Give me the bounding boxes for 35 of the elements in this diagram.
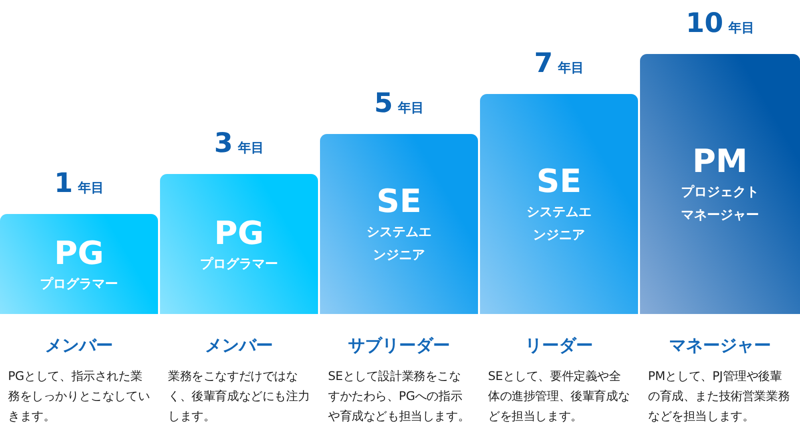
role-abbreviation: PM — [692, 141, 748, 181]
role-abbreviation: PG — [214, 212, 264, 252]
career-bar — [320, 134, 478, 314]
role-heading: リーダー — [524, 335, 594, 357]
year-number: 5 — [374, 88, 393, 119]
role-description: 業務をこなすだけではなく、後輩育成などにも注力します。 — [168, 368, 310, 425]
career-bar — [0, 214, 158, 314]
role-description: SEとして設計業務をこなすかたわら、PGへの指示や育成なども担当します。 — [328, 368, 470, 425]
year-number: 7 — [534, 48, 553, 79]
year-number: 10 — [686, 8, 724, 39]
year-unit: 年目 — [238, 140, 264, 157]
role-title: システムエンジニア — [366, 224, 432, 265]
role-title: プロジェクトマネージャー — [680, 184, 760, 225]
career-bar — [480, 94, 638, 314]
role-description: PGとして、指示された業務をしっかりとこなしていきます。 — [8, 368, 150, 425]
role-title: プログラマー — [40, 276, 118, 294]
role-heading: サブリーダー — [347, 335, 451, 357]
role-abbreviation: SE — [376, 181, 422, 221]
year-number: 3 — [214, 128, 233, 159]
career-bar — [160, 174, 318, 314]
year-number: 1 — [54, 168, 73, 199]
role-heading: メンバー — [44, 335, 114, 357]
role-description: PMとして、PJ管理や後輩の育成、また技術営業業務などを担当します。 — [648, 368, 790, 425]
year-unit: 年目 — [78, 180, 104, 197]
year-unit: 年目 — [398, 100, 424, 117]
role-title: プログラマー — [200, 256, 278, 274]
role-abbreviation: SE — [536, 161, 582, 201]
role-heading: マネージャー — [668, 335, 772, 357]
year-unit: 年目 — [728, 20, 754, 37]
year-unit: 年目 — [558, 60, 584, 77]
role-description: SEとして、要件定義や全体の進捗管理、後輩育成などを担当します。 — [488, 368, 630, 425]
role-abbreviation: PG — [54, 232, 104, 272]
career-bar — [640, 54, 800, 314]
role-title: システムエンジニア — [526, 204, 592, 245]
role-heading: メンバー — [204, 335, 274, 357]
